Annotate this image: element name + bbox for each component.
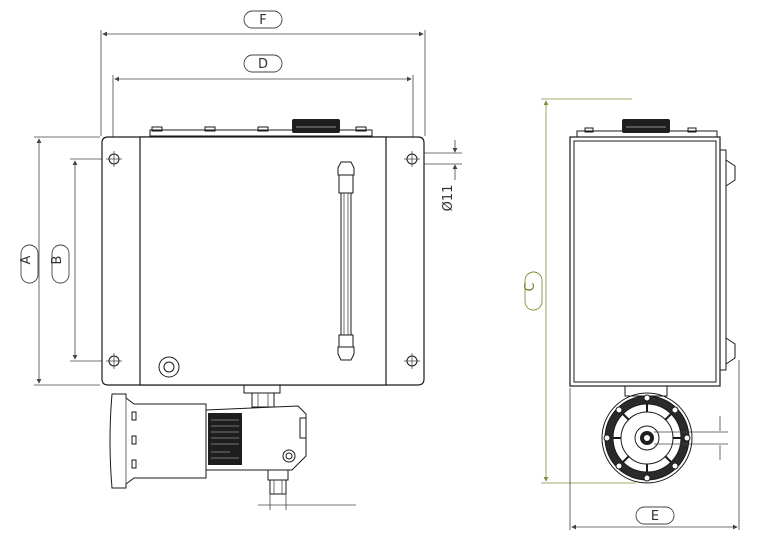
hole-diameter-label: Ø11 — [441, 185, 456, 212]
side-view: C E — [523, 98, 740, 530]
sight-gauge — [337, 161, 355, 361]
filler-cap — [292, 119, 340, 133]
nameplate — [208, 413, 242, 465]
dimension-e: E — [569, 360, 740, 530]
dimension-a-label: A — [19, 255, 34, 264]
pump-assembly — [109, 384, 356, 510]
dimension-e-bubble — [635, 506, 675, 525]
tank-body — [139, 136, 387, 386]
dimension-c-label: C — [523, 282, 538, 291]
dimension-d: D — [112, 54, 414, 158]
tank-side — [569, 136, 721, 387]
dimension-f: F — [100, 10, 426, 136]
dimension-b: B — [50, 158, 110, 362]
dimension-d-bubble — [243, 54, 283, 73]
dimension-c: C — [523, 98, 636, 484]
dimension-d-label: D — [258, 57, 268, 72]
dimension-c-bubble — [524, 271, 543, 311]
dimension-b-label: B — [50, 256, 65, 265]
dimension-f-label: F — [259, 13, 266, 28]
dimension-hole-diameter: Ø11 — [418, 140, 462, 211]
pump-flange — [601, 385, 728, 484]
drain-plug — [158, 356, 180, 378]
dimension-f-bubble — [243, 10, 283, 29]
filler-cap-side — [622, 119, 670, 133]
dimension-a: A — [19, 136, 100, 386]
dimension-b-bubble — [51, 244, 70, 284]
dimension-e-label: E — [651, 509, 659, 524]
top-fittings — [149, 119, 373, 137]
mounting-holes — [106, 151, 420, 369]
dimension-a-bubble — [20, 244, 39, 284]
front-view: F D A B — [19, 10, 462, 510]
pump-motor — [109, 393, 207, 489]
pump-body — [205, 405, 307, 471]
